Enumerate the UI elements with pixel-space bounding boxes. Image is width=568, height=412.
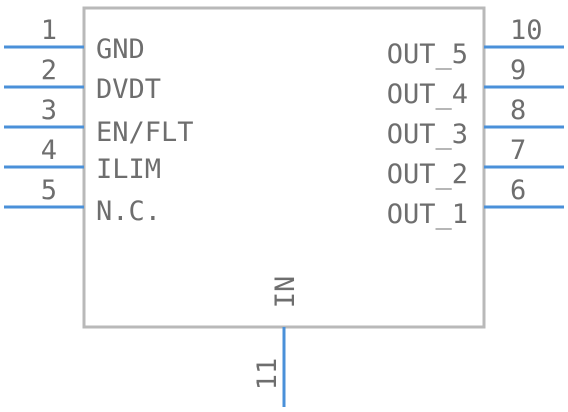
pin-label: OUT_3 (387, 119, 468, 150)
left-pin-2: 2 DVDT (4, 55, 161, 105)
pin-label: EN/FLT (96, 117, 194, 148)
pin-label: OUT_2 (387, 159, 468, 190)
pin-label: OUT_5 (387, 39, 468, 70)
pin-label: GND (96, 34, 145, 65)
left-pin-1: 1 GND (4, 15, 145, 65)
left-pin-3: 3 EN/FLT (4, 95, 194, 148)
right-pin-7: 7 OUT_2 (387, 135, 564, 190)
pin-number: 4 (41, 135, 57, 166)
pin-label: ILIM (96, 154, 161, 185)
pin-label: DVDT (96, 74, 161, 105)
right-pin-10: 10 OUT_5 (387, 15, 564, 70)
pin-number: 1 (41, 15, 57, 46)
pin-label: OUT_1 (387, 199, 468, 230)
pin-number: 10 (510, 15, 543, 46)
pin-label: OUT_4 (387, 79, 468, 110)
bottom-pin-11: 11 IN (252, 276, 301, 407)
pin-number: 11 (252, 358, 283, 391)
left-pin-4: 4 ILIM (4, 135, 161, 185)
component-body (82, 6, 486, 329)
pin-number: 8 (510, 95, 526, 126)
right-pin-8: 8 OUT_3 (387, 95, 564, 150)
pin-number: 2 (41, 55, 57, 86)
pin-number: 3 (41, 95, 57, 126)
pin-number: 6 (510, 175, 526, 206)
right-pin-6: 6 OUT_1 (387, 175, 564, 230)
pin-number: 5 (41, 175, 57, 206)
pin-label: IN (270, 276, 301, 309)
pin-label: N.C. (96, 196, 161, 227)
pin-number: 7 (510, 135, 526, 166)
pin-number: 9 (510, 55, 526, 86)
left-pin-5: 5 N.C. (4, 175, 161, 227)
right-pin-9: 9 OUT_4 (387, 55, 564, 110)
